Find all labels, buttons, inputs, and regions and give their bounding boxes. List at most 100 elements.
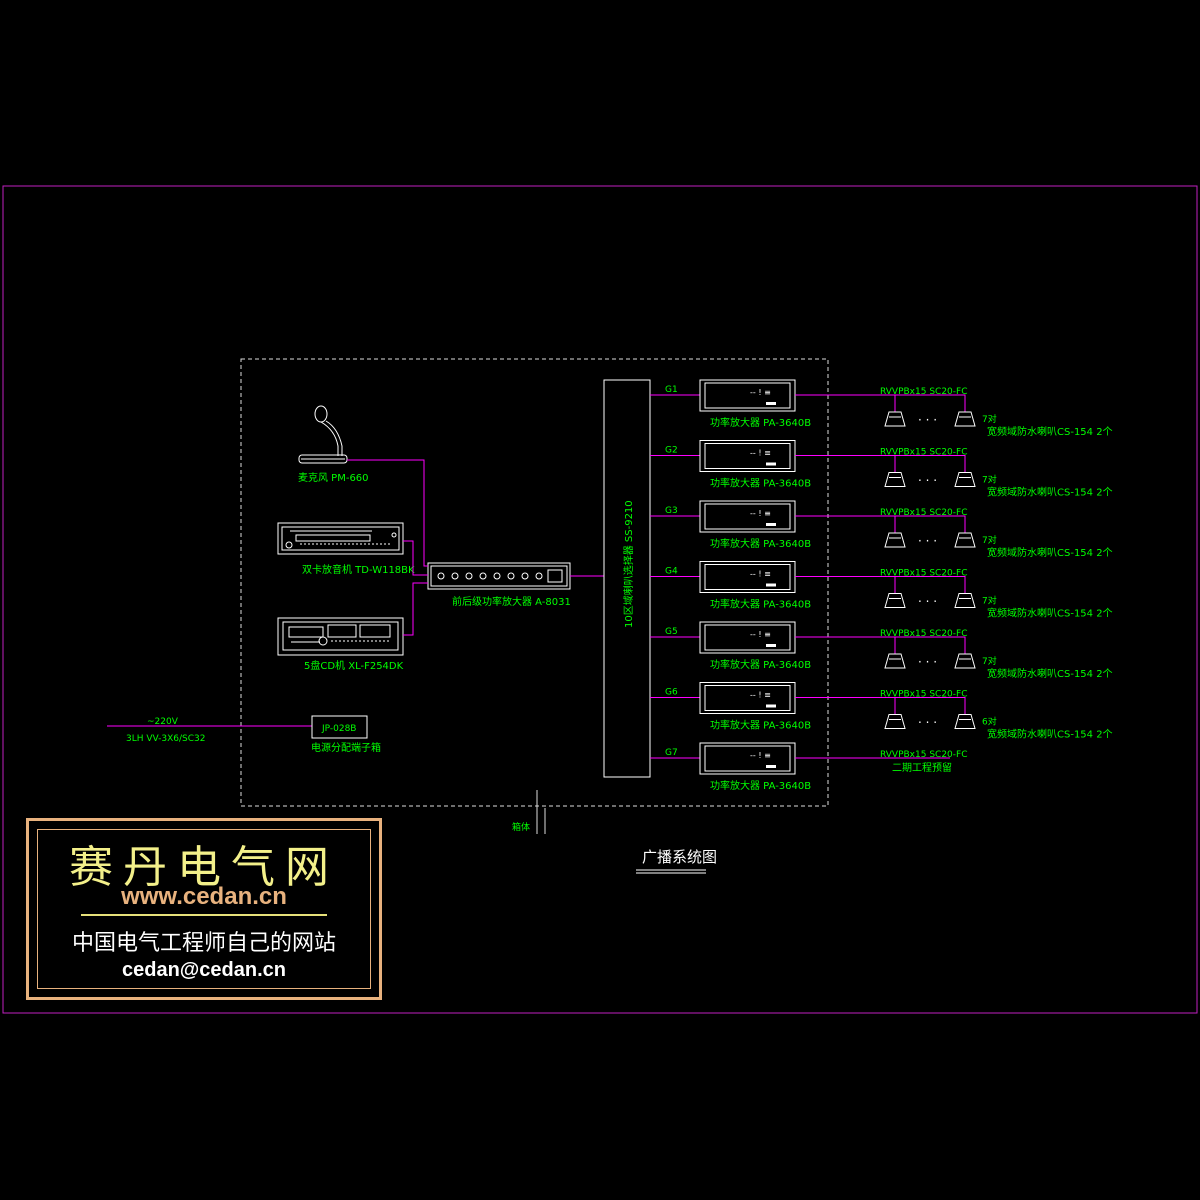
speaker-label: 宽频域防水喇叭CS-154 2个 xyxy=(987,667,1113,680)
amplifier-front-text: -- ! ≡ xyxy=(750,449,771,458)
dual-cassette-deck-icon xyxy=(277,522,404,555)
power-amplifier-panel xyxy=(704,564,791,590)
zone-output-wire xyxy=(795,455,966,473)
microphone-icon xyxy=(298,405,348,464)
speaker-count: 7对 xyxy=(982,534,997,546)
continuation-dots: · · · xyxy=(918,716,937,730)
zone-id: G2 xyxy=(665,446,678,456)
power-amplifier-label: 功率放大器 PA-3640B xyxy=(710,719,811,732)
mains-voltage-label: ~220V xyxy=(147,717,179,727)
speaker-icon xyxy=(954,653,976,669)
power-amplifier-label: 功率放大器 PA-3640B xyxy=(710,416,811,429)
logo-email: cedan@cedan.cn xyxy=(121,959,286,981)
zone-output-wire xyxy=(795,515,966,533)
logo-subtitle: 中国电气工程师自己的网站 xyxy=(71,931,336,956)
power-amplifier-icon xyxy=(699,742,796,775)
continuation-dots: · · · xyxy=(918,595,937,609)
speaker-label: 宽频域防水喇叭CS-154 2个 xyxy=(987,546,1113,559)
speaker-icon xyxy=(884,532,906,548)
logo-divider xyxy=(81,914,327,916)
power-amplifier-label: 功率放大器 PA-3640B xyxy=(710,658,811,671)
cd-player-label: 5盘CD机 XL-F254DK xyxy=(304,659,404,672)
amplifier-front-text: -- ! ≡ xyxy=(750,509,771,518)
amplifier-indicator xyxy=(766,765,776,768)
zone-selector-label: 10区域喇叭选择器 SS-9210 xyxy=(622,500,635,628)
zone-id: G7 xyxy=(665,748,678,758)
continuation-dots: · · · xyxy=(918,534,937,548)
speaker-label: 宽频域防水喇叭CS-154 2个 xyxy=(987,607,1113,620)
speaker-label: 宽频域防水喇叭CS-154 2个 xyxy=(987,425,1113,438)
zone-id: G1 xyxy=(665,385,678,395)
power-amplifier-label: 功率放大器 PA-3640B xyxy=(710,537,811,550)
zone-id: G4 xyxy=(665,567,678,577)
preamplifier-icon xyxy=(427,562,571,590)
mains-cable-label: 3LH VV-3X6/SC32 xyxy=(126,734,206,744)
power-amplifier-icon xyxy=(699,440,796,472)
speaker-label: 宽频域防水喇叭CS-154 2个 xyxy=(987,728,1113,741)
power-amplifier-icon xyxy=(699,621,796,654)
speaker-icon xyxy=(884,593,906,608)
power-amplifier-panel xyxy=(704,382,791,409)
zone-output-wire xyxy=(795,636,966,654)
power-box-model: JP-028B xyxy=(321,724,356,734)
speaker-icon xyxy=(954,532,976,548)
microphone-label: 麦克风 PM-660 xyxy=(298,472,369,484)
power-amplifier-label: 功率放大器 PA-3640B xyxy=(710,779,811,792)
dual-cassette-deck-label: 双卡放音机 TD-W118BK xyxy=(302,563,415,576)
speaker-label: 宽频域防水喇叭CS-154 2个 xyxy=(987,486,1113,499)
zone-output-wire xyxy=(795,576,966,594)
zone-output-wire xyxy=(795,697,966,715)
speaker-icon xyxy=(884,714,906,729)
source-wiring xyxy=(347,459,604,636)
zone-id: G6 xyxy=(665,688,678,698)
logo-inner-frame xyxy=(37,829,371,989)
cd-player-icon xyxy=(277,617,404,656)
power-amplifier-label: 功率放大器 PA-3640B xyxy=(710,477,811,490)
amplifier-indicator xyxy=(766,644,776,647)
speaker-count: 7对 xyxy=(982,655,997,667)
zone-id: G3 xyxy=(665,506,678,516)
equipment-cabinet-boundary xyxy=(240,358,829,807)
power-box-caption: 电源分配端子箱 xyxy=(311,741,381,754)
speaker-icon xyxy=(954,411,976,427)
power-amplifier-icon xyxy=(699,682,796,714)
power-amplifier-icon xyxy=(699,500,796,533)
amplifier-front-text: -- ! ≡ xyxy=(750,388,771,397)
continuation-dots: · · · xyxy=(918,655,937,669)
zone-output-wire xyxy=(795,394,966,412)
speaker-count: 6对 xyxy=(982,716,997,728)
amplifier-front-text: -- ! ≡ xyxy=(750,691,771,700)
power-amplifier-panel xyxy=(704,624,791,651)
speaker-icon xyxy=(954,714,976,729)
speaker-count: 7对 xyxy=(982,474,997,486)
site-logo-stamp: 赛丹电气网 www.cedan.cn 中国电气工程师自己的网站 cedan@ce… xyxy=(26,818,382,1000)
zone-cable-label: RVVPBx15 SC20-FC xyxy=(880,448,967,458)
zone-id: G5 xyxy=(665,627,678,637)
power-amplifier-panel xyxy=(704,443,791,469)
amplifier-indicator xyxy=(766,583,776,587)
speaker-icon xyxy=(884,653,906,669)
amplifier-front-text: -- ! ≡ xyxy=(750,751,771,760)
logo-url: www.cedan.cn xyxy=(121,883,287,910)
amplifier-indicator xyxy=(766,523,776,526)
speaker-icon xyxy=(954,472,976,487)
power-amplifier-panel xyxy=(704,503,791,530)
drawing-frame xyxy=(2,185,1198,1014)
zone-selector-icon xyxy=(603,379,651,778)
zone-cable-label: RVVPBx15 SC20-FC xyxy=(880,387,967,397)
power-amplifier-panel xyxy=(704,745,791,772)
speaker-icon xyxy=(954,593,976,608)
logo-title: 赛丹电气网 xyxy=(69,842,339,893)
amplifier-indicator xyxy=(766,462,776,466)
diagram-title: 广播系统图 xyxy=(642,848,717,866)
zone-cable-label: RVVPBx15 SC20-FC xyxy=(880,629,967,639)
zone-cable-label: RVVPBx15 SC20-FC xyxy=(880,750,967,760)
continuation-dots: · · · xyxy=(918,474,937,488)
zone-cable-label: RVVPBx15 SC20-FC xyxy=(880,508,967,518)
power-amplifier-icon xyxy=(699,561,796,593)
power-amplifier-label: 功率放大器 PA-3640B xyxy=(710,598,811,611)
speaker-count: 7对 xyxy=(982,413,997,425)
amplifier-indicator xyxy=(766,402,776,405)
speaker-icon xyxy=(884,411,906,427)
